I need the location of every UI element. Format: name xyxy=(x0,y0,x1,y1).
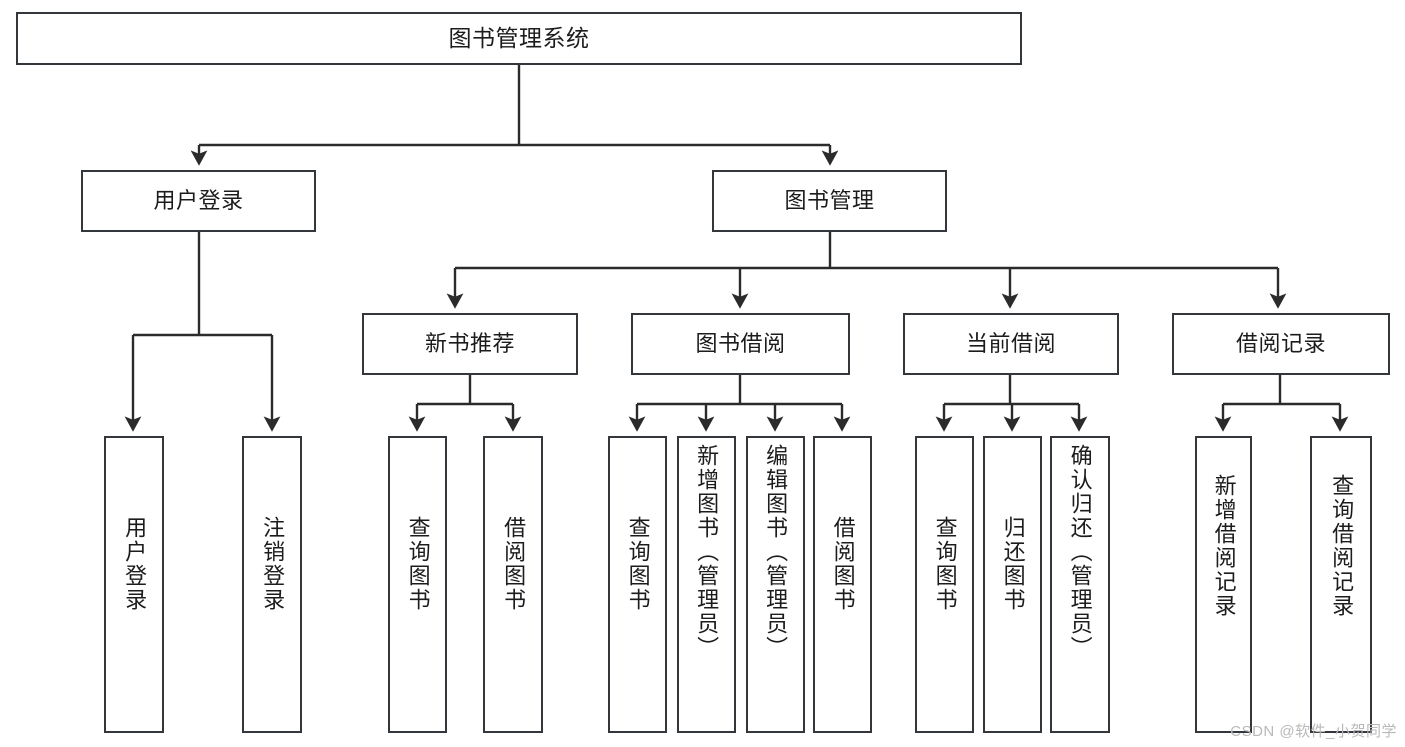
leaf-borrow-book[interactable]: 借阅图书 xyxy=(813,436,872,733)
leaf-logout[interactable]: 注销登录 xyxy=(242,436,302,733)
leaf-query-book-borrow[interactable]: 查询图书 xyxy=(608,436,667,733)
node-label: 用户登录 xyxy=(153,187,244,213)
node-label: 当前借阅 xyxy=(965,330,1056,356)
node-label: 图书管理 xyxy=(784,187,875,213)
node-user-login[interactable]: 用户登录 xyxy=(81,170,316,232)
leaf-user-login[interactable]: 用户登录 xyxy=(104,436,164,733)
leaf-edit-book-admin[interactable]: 编辑图书（管理员） xyxy=(746,436,805,733)
node-root-book-management-system[interactable]: 图书管理系统 xyxy=(16,12,1022,65)
leaf-label: 归还图书 xyxy=(1000,516,1026,612)
leaf-label: 新增图书（管理员） xyxy=(694,444,720,660)
node-label: 新书推荐 xyxy=(424,330,515,356)
node-label: 图书管理系统 xyxy=(448,24,590,51)
node-borrow-record[interactable]: 借阅记录 xyxy=(1172,313,1390,375)
csdn-watermark: CSDN @软件_小贺同学 xyxy=(1230,723,1397,740)
node-label: 图书借阅 xyxy=(695,330,786,356)
node-new-book-recommend[interactable]: 新书推荐 xyxy=(362,313,578,375)
node-book-borrow[interactable]: 图书借阅 xyxy=(631,313,850,375)
leaf-label: 查询借阅记录 xyxy=(1329,474,1355,618)
leaf-borrow-book-recommend[interactable]: 借阅图书 xyxy=(483,436,543,733)
leaf-label: 注销登录 xyxy=(260,516,286,612)
leaf-label: 查询图书 xyxy=(405,516,431,612)
leaf-add-borrow-record[interactable]: 新增借阅记录 xyxy=(1195,436,1252,733)
leaf-query-borrow-record[interactable]: 查询借阅记录 xyxy=(1310,436,1372,733)
leaf-query-book-recommend[interactable]: 查询图书 xyxy=(388,436,447,733)
leaf-label: 确认归还（管理员） xyxy=(1067,444,1093,660)
node-book-management[interactable]: 图书管理 xyxy=(712,170,947,232)
node-current-borrow[interactable]: 当前借阅 xyxy=(903,313,1119,375)
leaf-label: 查询图书 xyxy=(625,516,651,612)
leaf-label: 借阅图书 xyxy=(830,516,856,612)
leaf-label: 借阅图书 xyxy=(501,516,527,612)
leaf-add-book-admin[interactable]: 新增图书（管理员） xyxy=(677,436,736,733)
leaf-label: 编辑图书（管理员） xyxy=(763,444,789,660)
node-label: 借阅记录 xyxy=(1235,330,1326,356)
leaf-return-book[interactable]: 归还图书 xyxy=(983,436,1042,733)
leaf-query-book-current[interactable]: 查询图书 xyxy=(915,436,974,733)
leaf-label: 新增借阅记录 xyxy=(1211,474,1237,618)
leaf-label: 用户登录 xyxy=(122,516,148,612)
leaf-label: 查询图书 xyxy=(932,516,958,612)
leaf-confirm-return-admin[interactable]: 确认归还（管理员） xyxy=(1050,436,1110,733)
